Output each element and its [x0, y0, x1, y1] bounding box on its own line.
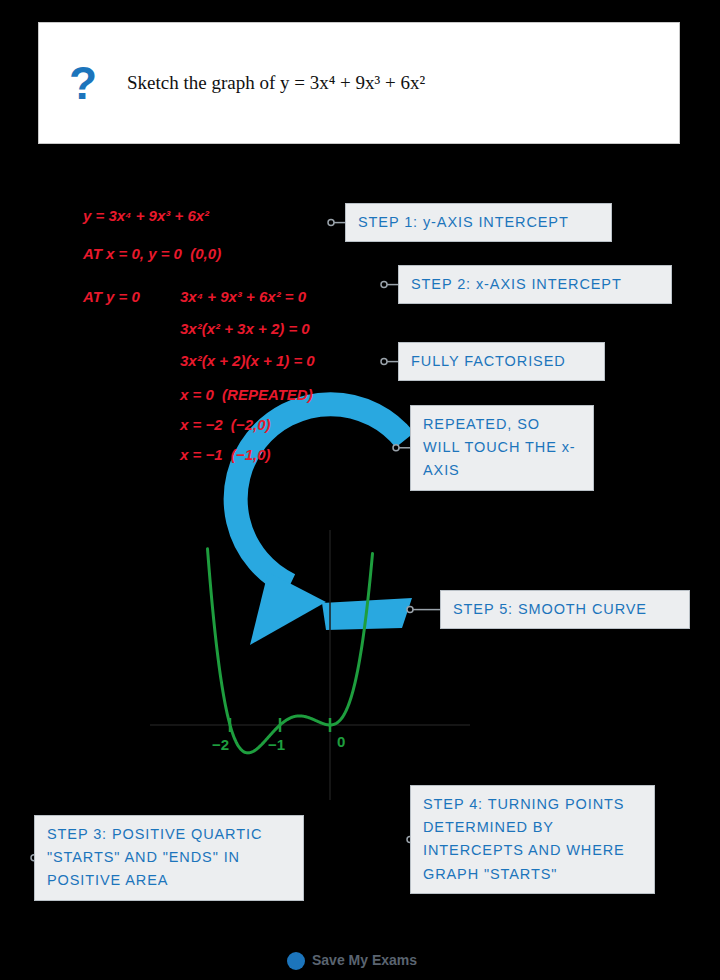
question-box: ?Sketch the graph of y = 3x⁴ + 9x³ + 6x² [38, 22, 680, 144]
callout-text: STEP 3: POSITIVE QUARTIC "STARTS" AND "E… [47, 823, 291, 893]
callout-text: STEP 5: SMOOTH CURVE [453, 598, 677, 621]
intercept-label: 0 [337, 733, 345, 750]
working-line: x = −2 (−2,0) [180, 416, 270, 433]
callout-tag: FULLY FACTORISED [398, 342, 605, 381]
question-icon: ? [57, 56, 109, 110]
leader-ring [381, 282, 387, 288]
working-line: 3x⁴ + 9x³ + 6x² = 0 [180, 288, 306, 305]
working-line: x = −1 (−1,0) [180, 446, 270, 463]
callout-text: STEP 2: x-AXIS INTERCEPT [411, 273, 659, 296]
working-line: AT x = 0, y = 0 (0,0) [83, 245, 221, 262]
working-line: 3x²(x² + 3x + 2) = 0 [180, 320, 310, 337]
graph [150, 530, 470, 800]
callout-text: REPEATED, SO WILL TOUCH THE x-AXIS [423, 413, 581, 483]
callout-text: FULLY FACTORISED [411, 350, 592, 373]
leader-line [410, 609, 440, 611]
working-line: AT y = 0 [83, 288, 140, 305]
callout-tag: STEP 1: y-AXIS INTERCEPT [345, 203, 612, 242]
footer-logo-text: Save My Exams [312, 952, 417, 968]
callout-text: STEP 1: y-AXIS INTERCEPT [358, 211, 599, 234]
leader-ring [328, 220, 334, 226]
cycle-arrow [236, 404, 412, 645]
leader-ring [407, 607, 413, 613]
intercept-tick [279, 718, 282, 732]
intercept-tick [229, 718, 232, 732]
callout-text: STEP 4: TURNING POINTS DETERMINED BY INT… [423, 793, 642, 886]
footer-logo-mark [287, 952, 305, 970]
intercept-label: −2 [212, 736, 229, 753]
x-axis [150, 724, 470, 726]
callout-tag: STEP 5: SMOOTH CURVE [440, 590, 690, 629]
y-axis [329, 530, 331, 800]
callout-tag: REPEATED, SO WILL TOUCH THE x-AXIS [410, 405, 594, 491]
working-line: y = 3x⁴ + 9x³ + 6x² [83, 207, 209, 224]
leaders [31, 220, 440, 861]
quartic-curve [208, 549, 373, 753]
working-line: x = 0 (REPEATED) [180, 386, 313, 403]
cycle-arrowhead [250, 572, 326, 645]
intercept-tick [329, 718, 332, 732]
callout-tag: STEP 4: TURNING POINTS DETERMINED BY INT… [410, 785, 655, 894]
callout-tag: STEP 2: x-AXIS INTERCEPT [398, 265, 672, 304]
intercept-label: −1 [268, 736, 285, 753]
working-line: 3x²(x + 2)(x + 1) = 0 [180, 352, 315, 369]
leader-ring [381, 359, 387, 365]
callout-tag: STEP 3: POSITIVE QUARTIC "STARTS" AND "E… [34, 815, 304, 901]
leader-ring [393, 445, 399, 451]
question-text: Sketch the graph of y = 3x⁴ + 9x³ + 6x² [109, 72, 425, 94]
